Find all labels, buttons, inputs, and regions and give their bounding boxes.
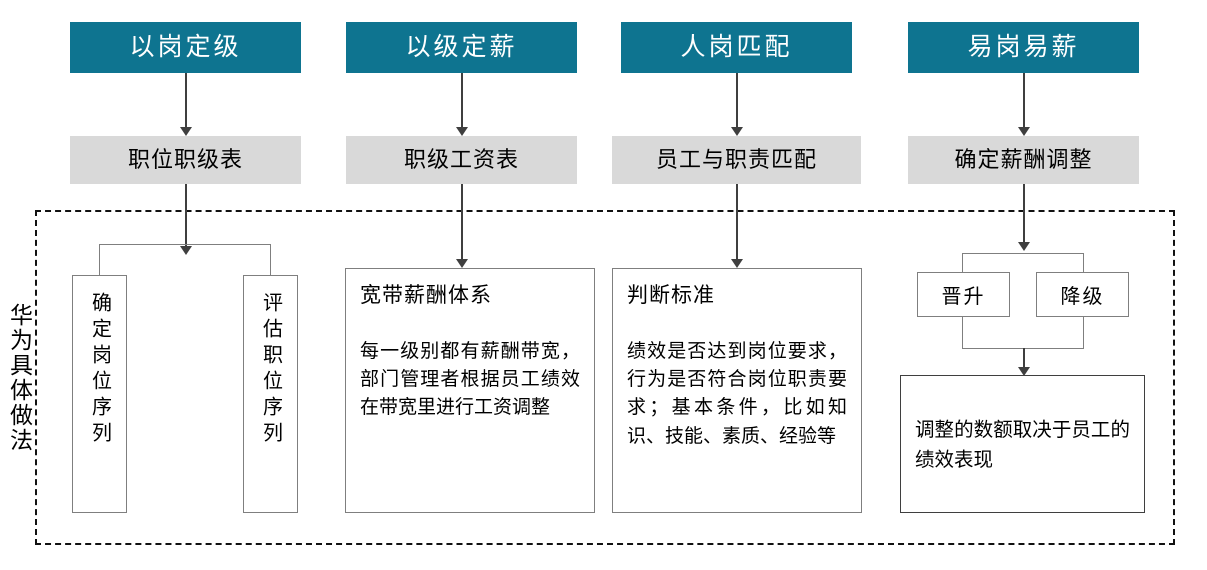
result-box-4[interactable]: 调整的数额取决于员工的绩效表现 <box>900 375 1145 513</box>
connector-col2-stage-to-detail <box>461 184 463 259</box>
bracket-col4-top-right-drop <box>1083 253 1085 272</box>
connector-col2-header-to-stage <box>461 73 463 127</box>
header-box-1-label: 以岗定级 <box>129 34 242 61</box>
split-box-4-1[interactable]: 晋升 <box>917 272 1010 317</box>
arrowhead-col3-detail <box>731 259 743 268</box>
connector-col4-header-to-stage <box>1023 73 1025 127</box>
stage-box-1-label: 职位职级表 <box>127 147 243 172</box>
stage-box-3-label: 员工与职责匹配 <box>655 147 817 172</box>
stage-box-1[interactable]: 职位职级表 <box>70 136 301 184</box>
header-box-3[interactable]: 人岗匹配 <box>621 22 852 73</box>
detail-box-2[interactable]: 宽带薪酬体系 每一级别都有薪酬带宽，部门管理者根据员工绩效在带宽里进行工资调整 <box>345 268 595 513</box>
split-box-1-2[interactable]: 评估职位序列 <box>243 275 298 513</box>
header-box-4[interactable]: 易岗易薪 <box>908 22 1139 73</box>
stage-box-2-label: 职级工资表 <box>403 147 519 172</box>
detail-box-2-body: 每一级别都有薪酬带宽，部门管理者根据员工绩效在带宽里进行工资调整 <box>360 341 580 419</box>
split-box-1-1[interactable]: 确定岗位序列 <box>72 275 127 513</box>
detail-box-3-body: 绩效是否达到岗位要求，行为是否符合岗位职责要求；基本条件，比如知识、技能、素质、… <box>627 341 847 447</box>
header-box-2[interactable]: 以级定薪 <box>346 22 577 73</box>
arrowhead-col4-stage <box>1018 127 1030 136</box>
split-box-4-1-label: 晋升 <box>941 286 986 308</box>
split-box-4-2-label: 降级 <box>1060 286 1105 308</box>
huawei-practice-region <box>35 210 1175 545</box>
bracket-col4-top-horizontal <box>962 253 1084 255</box>
bracket-col1-left-drop <box>99 244 101 275</box>
bracket-col4-bottom-left-rise <box>962 317 964 349</box>
arrowhead-col2-stage <box>456 127 468 136</box>
arrowhead-col2-detail <box>456 259 468 268</box>
split-box-4-2[interactable]: 降级 <box>1036 272 1129 317</box>
arrowhead-col4-split <box>1018 242 1030 251</box>
arrowhead-col3-stage <box>731 127 743 136</box>
split-box-1-1-label: 确定岗位序列 <box>88 292 111 448</box>
detail-box-3[interactable]: 判断标准 绩效是否达到岗位要求，行为是否符合岗位职责要求；基本条件，比如知识、技… <box>612 268 862 513</box>
connector-col1-header-to-stage <box>185 73 187 127</box>
bracket-col4-top-left-drop <box>962 253 964 272</box>
connector-col4-split-to-result <box>1023 348 1025 367</box>
header-box-1[interactable]: 以岗定级 <box>70 22 301 73</box>
stage-box-4-label: 确定薪酬调整 <box>954 147 1093 172</box>
connector-col4-stage-to-split <box>1023 184 1025 242</box>
header-box-2-label: 以级定薪 <box>405 34 518 61</box>
bracket-col4-bottom-right-rise <box>1083 317 1085 349</box>
header-box-3-label: 人岗匹配 <box>680 34 793 61</box>
bracket-col1-right-drop <box>270 244 272 275</box>
stage-box-4[interactable]: 确定薪酬调整 <box>908 136 1139 184</box>
connector-col3-stage-to-detail <box>736 184 738 259</box>
stage-box-2[interactable]: 职级工资表 <box>346 136 577 184</box>
connector-col3-header-to-stage <box>736 73 738 127</box>
side-label-huawei-practice: 华为具体做法 <box>2 265 36 490</box>
arrowhead-col4-result <box>1018 367 1030 376</box>
split-box-1-2-label: 评估职位序列 <box>259 292 282 448</box>
side-label-text: 华为具体做法 <box>6 302 32 453</box>
arrowhead-col1-stage <box>180 127 192 136</box>
connector-col1-stage-to-split <box>185 184 187 246</box>
bracket-col1-horizontal <box>99 244 271 246</box>
stage-box-3[interactable]: 员工与职责匹配 <box>612 136 861 184</box>
detail-box-3-title: 判断标准 <box>627 283 715 307</box>
result-box-4-body: 调整的数额取决于员工的绩效表现 <box>915 419 1130 471</box>
detail-box-2-title: 宽带薪酬体系 <box>360 283 492 307</box>
arrowhead-col1-split <box>180 246 192 255</box>
header-box-4-label: 易岗易薪 <box>967 34 1080 61</box>
